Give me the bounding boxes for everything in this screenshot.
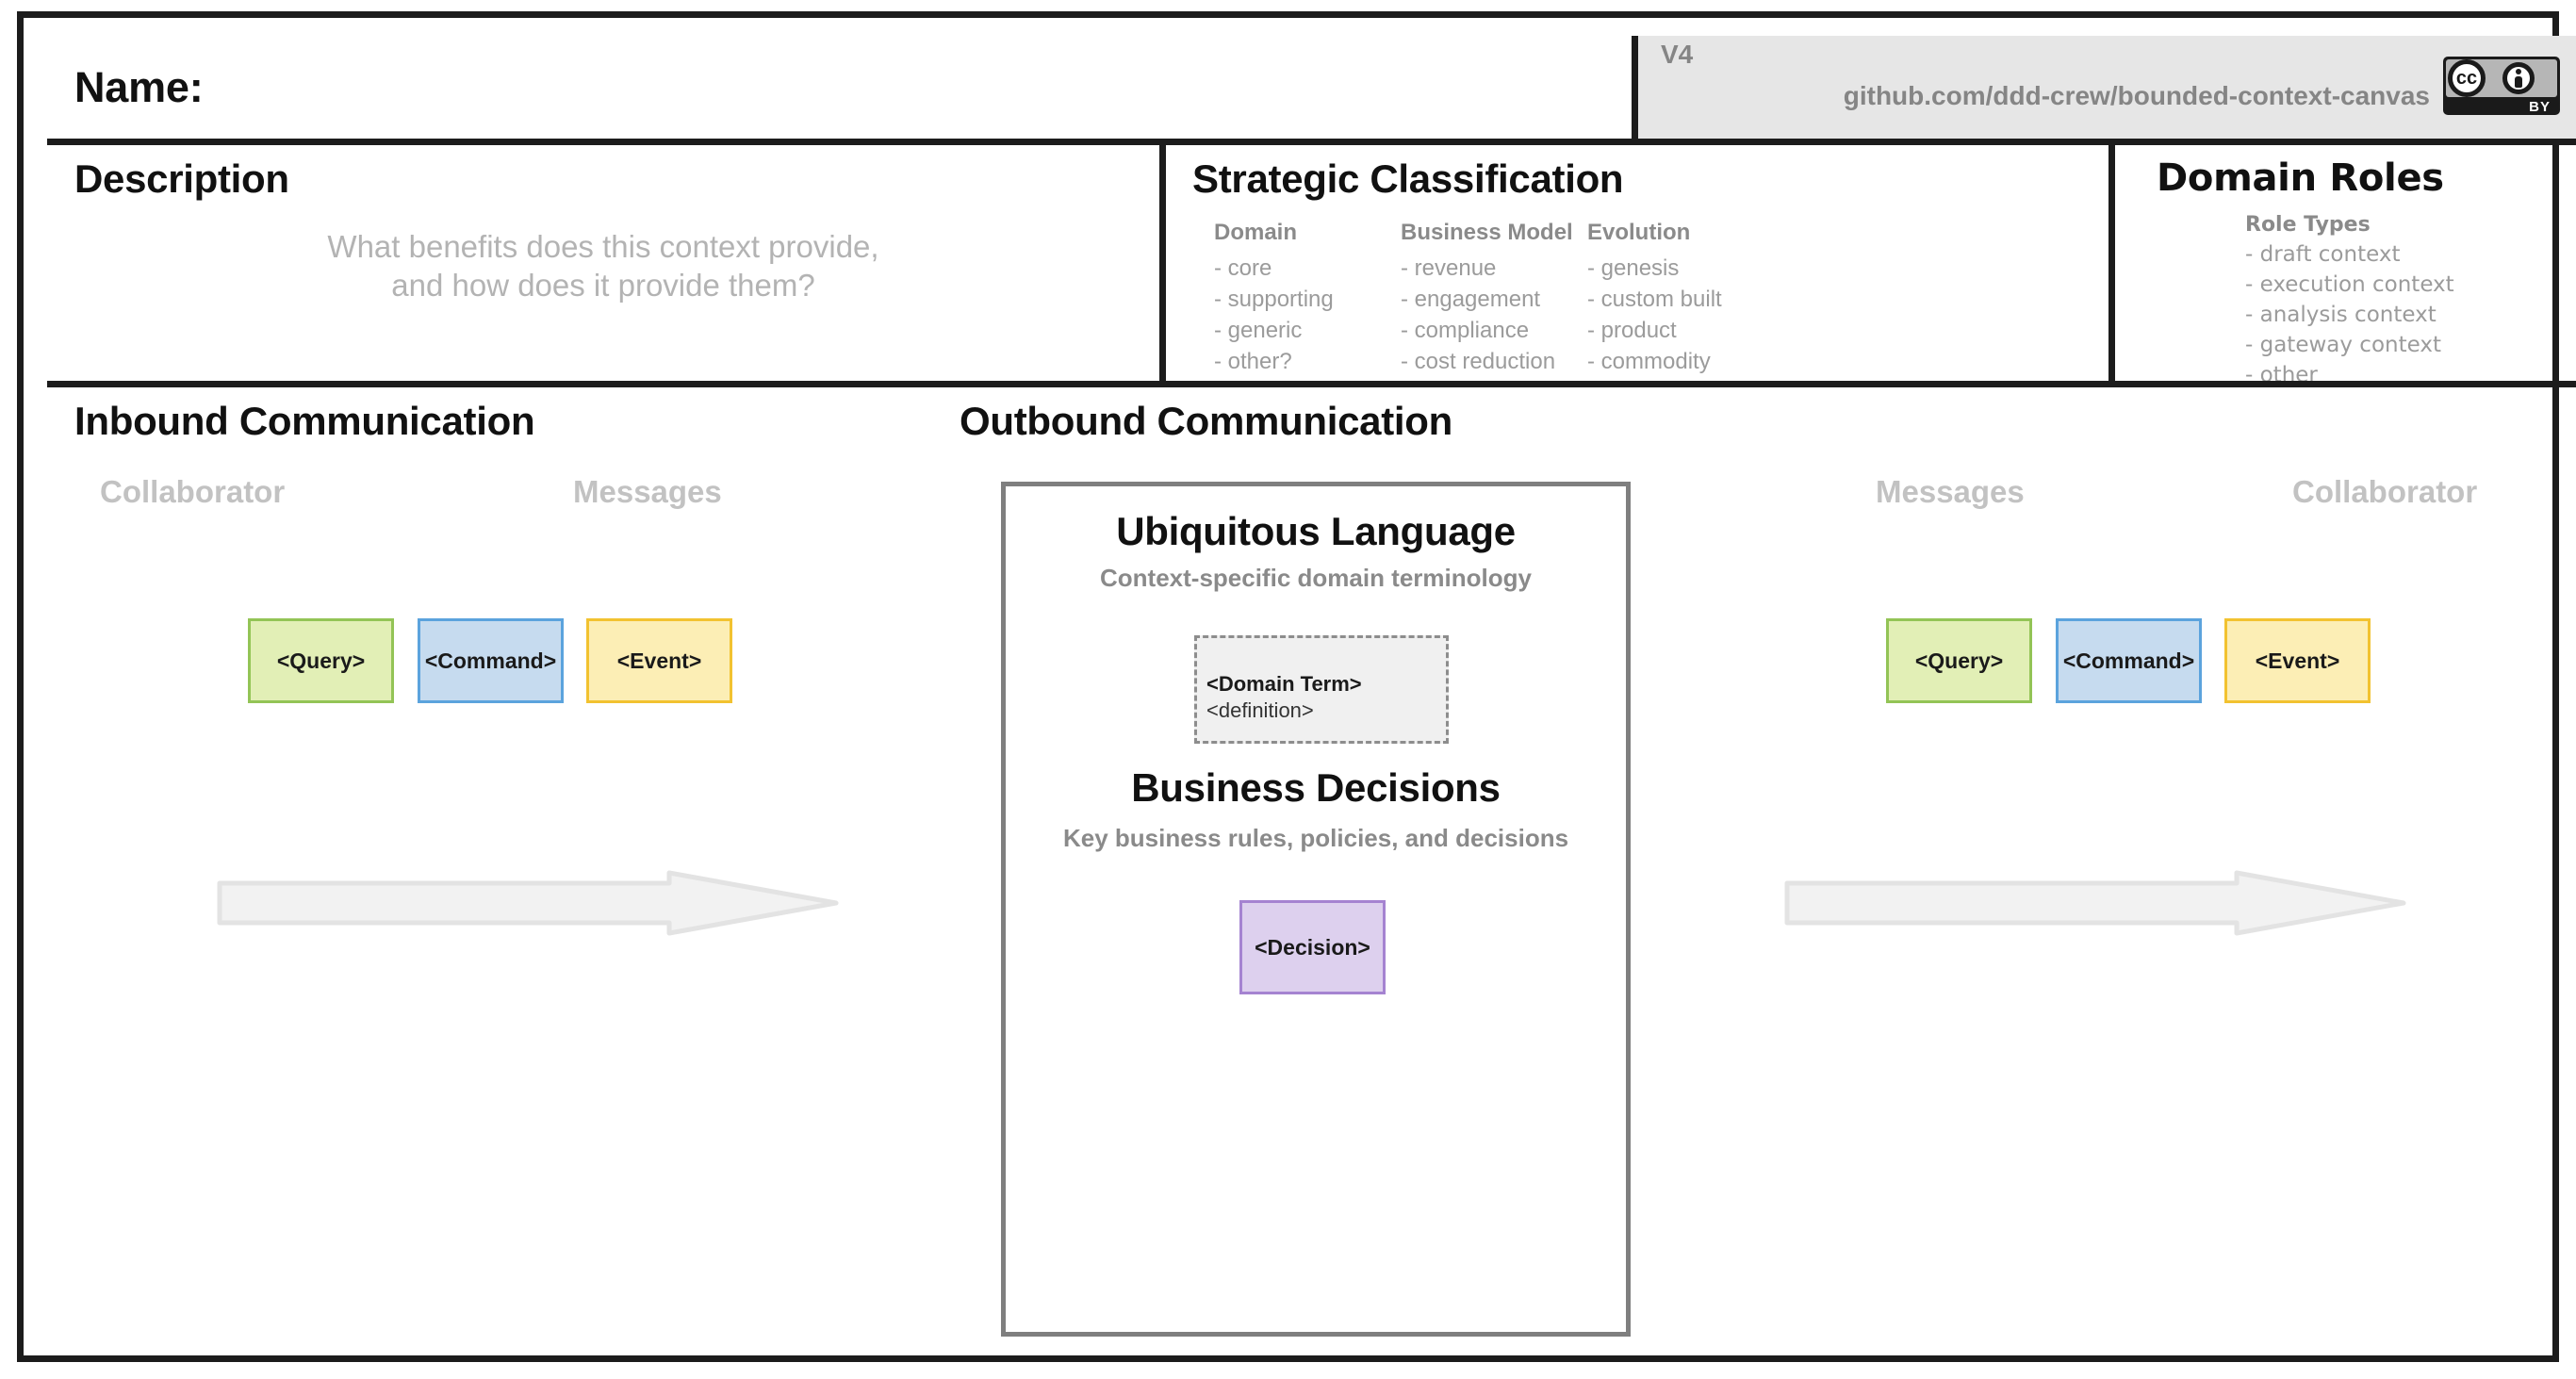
inbound-note-command[interactable]: <Command>	[418, 618, 564, 703]
domain-term-name: <Domain Term>	[1206, 672, 1362, 696]
version-number: V4	[1661, 40, 1694, 69]
inbound-note-query[interactable]: <Query>	[248, 618, 394, 703]
creative-commons-by-icon[interactable]: cc BY	[2443, 57, 2560, 115]
domain-term-definition: <definition>	[1206, 698, 1314, 722]
strategic-column-evolution: Evolution - genesis - custom built - pro…	[1587, 220, 1774, 377]
communication-band: Inbound Communication Collaborator Messa…	[47, 387, 2576, 1373]
business-decisions-title: Business Decisions	[1131, 765, 1501, 810]
strategic-column-domain: Domain - core - supporting - generic - o…	[1214, 220, 1401, 377]
strategic-classification-section: Strategic Classification Domain - core -…	[1159, 145, 2115, 381]
description-section[interactable]: Description What benefits does this cont…	[47, 145, 1159, 381]
option-item[interactable]: - cost reduction	[1401, 349, 1556, 375]
role-types-header: Role Types	[2245, 213, 2371, 237]
name-field[interactable]: Name:	[47, 36, 1632, 139]
outbound-note-command[interactable]: <Command>	[2056, 618, 2202, 703]
outbound-flow-arrow-icon	[1784, 870, 2406, 936]
strategic-column-business-model: Business Model - revenue - engagement - …	[1401, 220, 1587, 377]
description-placeholder: What benefits does this context provide,…	[47, 228, 1159, 305]
option-item[interactable]: - genesis	[1587, 255, 1680, 281]
ubiquitous-language-title: Ubiquitous Language	[1116, 509, 1516, 553]
role-item[interactable]: - analysis context	[2245, 302, 2437, 327]
business-decision-card[interactable]: <Decision>	[1239, 900, 1386, 994]
strategic-classification-columns: Domain - core - supporting - generic - o…	[1214, 220, 1774, 377]
domain-roles-section: Domain Roles Role Types - draft context …	[2115, 145, 2576, 387]
description-placeholder-line-1: What benefits does this context provide,	[327, 229, 879, 264]
repository-link[interactable]: github.com/ddd-crew/bounded-context-canv…	[1843, 81, 2430, 110]
description-title: Description	[74, 156, 289, 201]
strategic-classification-title: Strategic Classification	[1192, 156, 1624, 201]
option-item[interactable]: - custom built	[1587, 287, 1722, 313]
option-item[interactable]: - generic	[1214, 318, 1303, 344]
option-item[interactable]: - supporting	[1214, 287, 1334, 313]
cc-by-label: BY	[2529, 99, 2551, 115]
ubiquitous-language-subtitle: Context-specific domain terminology	[1100, 564, 1532, 592]
inbound-collaborator-label: Collaborator	[100, 474, 286, 509]
option-item[interactable]: - product	[1587, 318, 1677, 344]
name-row: Name: V4 github.com/ddd-crew/bounded-con…	[47, 36, 2576, 145]
option-item[interactable]: - revenue	[1401, 255, 1497, 281]
person-glyph	[2515, 69, 2522, 88]
name-label: Name:	[74, 62, 204, 111]
inbound-communication-title: Inbound Communication	[74, 399, 535, 443]
inbound-messages-label: Messages	[573, 474, 722, 509]
option-item[interactable]: - commodity	[1587, 349, 1711, 375]
inbound-flow-arrow-icon	[217, 870, 839, 936]
outbound-collaborator-label: Collaborator	[2292, 474, 2478, 509]
column-header: Business Model	[1401, 220, 1573, 245]
version-info-panel: V4 github.com/ddd-crew/bounded-context-c…	[1632, 36, 2576, 139]
column-header: Evolution	[1587, 220, 1691, 245]
outbound-communication-title: Outbound Communication	[960, 399, 1452, 443]
domain-term-card[interactable]: <Domain Term> <definition>	[1194, 635, 1449, 744]
horizontal-divider	[47, 381, 2576, 387]
outbound-note-event[interactable]: <Event>	[2224, 618, 2371, 703]
canvas-frame: Name: V4 github.com/ddd-crew/bounded-con…	[17, 11, 2576, 1362]
business-decisions-subtitle: Key business rules, policies, and decisi…	[1062, 824, 1569, 852]
role-types-list: Role Types - draft context - execution c…	[2245, 213, 2454, 391]
description-placeholder-line-2: and how does it provide them?	[391, 267, 815, 303]
domain-roles-title: Domain Roles	[2157, 156, 2444, 200]
outbound-messages-label: Messages	[1876, 474, 2025, 509]
option-item[interactable]: - other?	[1214, 349, 1292, 375]
option-item[interactable]: - core	[1214, 255, 1272, 281]
role-item[interactable]: - gateway context	[2245, 332, 2441, 357]
center-panel: Ubiquitous Language Context-specific dom…	[1001, 482, 1631, 1337]
upper-band: Description What benefits does this cont…	[47, 145, 2576, 387]
option-item[interactable]: - compliance	[1401, 318, 1530, 344]
column-header: Domain	[1214, 220, 1298, 245]
role-item[interactable]: - draft context	[2245, 242, 2401, 267]
option-item[interactable]: - engagement	[1401, 287, 1541, 313]
cc-logo-icon: cc	[2448, 59, 2486, 97]
outbound-note-query[interactable]: <Query>	[1886, 618, 2032, 703]
cc-attribution-icon	[2502, 62, 2535, 94]
inbound-note-event[interactable]: <Event>	[586, 618, 732, 703]
role-item[interactable]: - execution context	[2245, 271, 2454, 297]
